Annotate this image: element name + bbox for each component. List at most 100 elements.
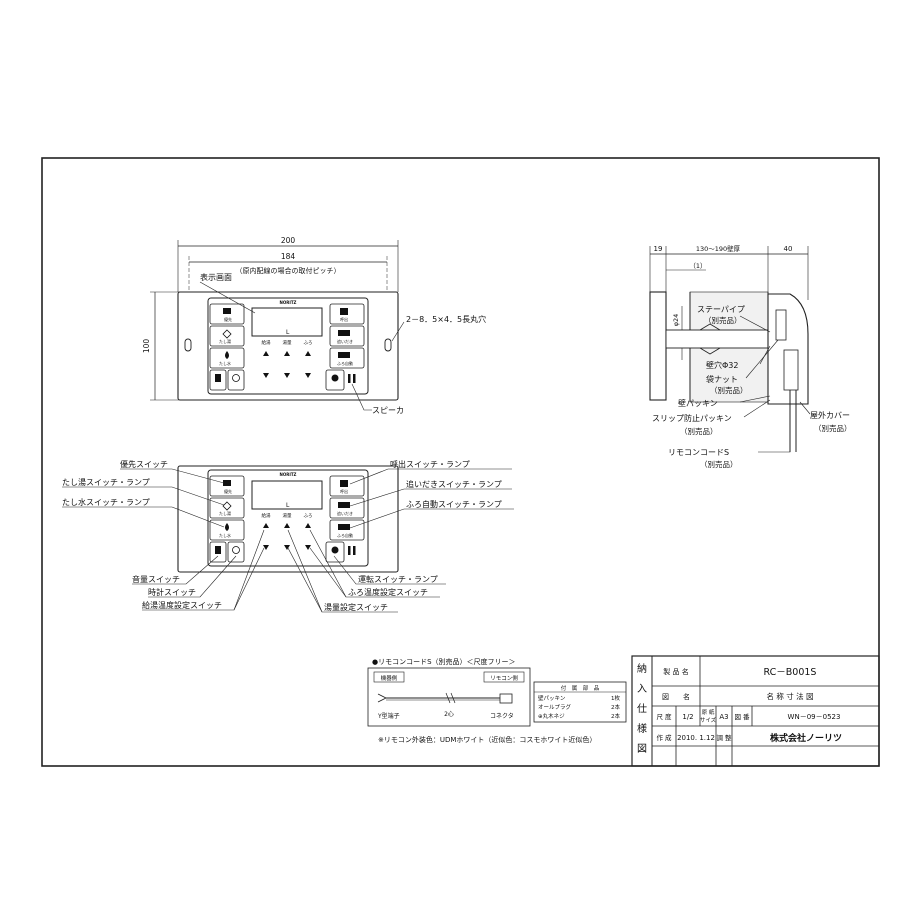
speaker-front (348, 374, 356, 383)
svg-text:優先: 優先 (224, 488, 232, 494)
button-tashimizu: たし水 (209, 519, 245, 541)
leader-holes (391, 321, 405, 342)
callout-furo-temp: ふろ温度設定スイッチ (348, 587, 428, 597)
cord-break-mark (445, 692, 456, 704)
button-call-front: 呼出 (329, 303, 365, 325)
dim-19: 19 (654, 245, 663, 253)
callout-view: NORITZ L 給湯 湯量 ふろ 優先 たし湯 たし水 (62, 459, 514, 613)
callout-oidaki: 追いだきスイッチ・ランプ (406, 479, 502, 489)
callout-clock: 時計スイッチ (148, 587, 196, 597)
parts-row-name: オールプラグ (538, 703, 572, 711)
svg-text:追いだき: 追いだき (337, 510, 353, 516)
svg-text:ふろ自動: ふろ自動 (337, 360, 353, 366)
button-clock-front (227, 369, 245, 391)
svg-text:たし湯: たし湯 (219, 510, 231, 516)
button-tashiyu: たし湯 (209, 497, 245, 519)
front-view: 200 184 （原内配線の場合の取付ピッチ） 100 NORITZ L 給湯 … (142, 236, 486, 415)
button-run-front (325, 369, 345, 391)
leader-clock (148, 555, 237, 598)
cord-left-end: Y型端子 (377, 712, 400, 720)
connector-shape (499, 693, 513, 704)
product-name: RC－B001S (764, 667, 817, 678)
cord-box-title: ●リモコンコードS（別売品）＜尺度フリー＞ (372, 657, 516, 666)
leader-speaker (351, 383, 372, 411)
cord-right-tag: リモコン側 (490, 674, 518, 682)
leader-tashiyu (62, 486, 225, 506)
leader-yuryo-b (287, 547, 323, 613)
leader-stay-pipe (739, 315, 771, 333)
side-char: 図 (637, 743, 647, 755)
company-name: 株式会社ノーリツ (770, 732, 842, 744)
display-sub-label: 湯量 (283, 339, 292, 346)
svg-text:たし水: たし水 (219, 532, 231, 538)
svg-text:たし湯: たし湯 (219, 338, 231, 344)
paper-label-2: サイズ (700, 716, 717, 724)
title-block: 納 入 仕 様 図 製 品 名 RC－B001S 図 名 名 称 寸 法 図 尺… (631, 655, 880, 767)
button-priority: 優先 (209, 475, 245, 497)
button-run (325, 541, 345, 563)
drawing-name: 名 称 寸 法 図 (766, 691, 813, 701)
display-sub-label: 湯量 (283, 512, 292, 519)
label-sold-separately: （別売品） (700, 459, 738, 469)
leader-volume (132, 555, 219, 585)
side-view: 19 130～190壁厚 40 （1） φ24 ステーパイプ （別売品） 壁穴Φ… (649, 244, 852, 469)
svg-text:ふろ自動: ふろ自動 (337, 532, 353, 538)
mount-hole-right (384, 338, 392, 352)
label-sold-separately: （別売品） (814, 423, 852, 433)
leader-priority (120, 468, 225, 484)
leader-oidaki (349, 488, 512, 507)
cord-box-frame (367, 667, 531, 727)
parts-row-qty: 1枚 (611, 694, 620, 702)
label-holes: 2－8．5×4．5長丸穴 (406, 314, 486, 324)
button-tashiyu-front: たし湯 (209, 325, 245, 347)
label-speaker: スピーカ (372, 406, 404, 415)
side-char: 入 (637, 684, 647, 695)
callout-run: 運転スイッチ・ランプ (358, 575, 438, 584)
display-sub-label: 給湯 (262, 339, 271, 346)
leader-run (333, 555, 446, 585)
label-wall-packing: 壁パッキン (678, 398, 718, 408)
callout-kyuto-temp: 給湯温度設定スイッチ (142, 600, 222, 610)
button-volume-front (209, 369, 227, 391)
dim-24: φ24 (672, 314, 680, 327)
parts-table: 付 属 部 品 壁パッキン 1枚 オールプラグ 2本 ⊕丸木ネジ 2本 (533, 681, 627, 723)
button-clock (227, 541, 245, 563)
button-tashimizu-front: たし水 (209, 347, 245, 369)
label-outdoor-cover: 屋外カバー (810, 410, 850, 420)
scale: 1/2 (682, 713, 693, 721)
button-volume (209, 541, 227, 563)
svg-text:追いだき: 追いだき (337, 338, 353, 344)
leader-outdoor-cover (799, 401, 811, 415)
svg-text:たし水: たし水 (219, 360, 231, 366)
cord-box: ●リモコンコードS（別売品）＜尺度フリー＞ 機器側 リモコン側 Y型端子 2心 … (367, 657, 531, 727)
color-note: ※リモコン外装色：UDMホワイト（近似色：コスモホワイト近似色） (378, 735, 596, 744)
setting-arrows (263, 523, 311, 550)
parts-row-qty: 2本 (611, 712, 620, 720)
button-furo-auto: ふろ自動 (329, 519, 365, 541)
leader-kyuto-b (233, 547, 265, 611)
scale-label: 尺 度 (656, 712, 672, 721)
display-char: L (286, 329, 290, 336)
stay-pipe (665, 329, 777, 349)
label-stay-pipe: ステーパイプ (697, 305, 745, 314)
display-sub-label: ふろ (304, 340, 313, 346)
leader-call (349, 468, 512, 485)
parts-row-name: 壁パッキン (538, 694, 566, 702)
display-char: L (286, 502, 290, 509)
button-oidaki: 追いだき (329, 497, 365, 519)
dim-width-total: 200 (281, 236, 296, 245)
dim-pitch-note: （原内配線の場合の取付ピッチ） (236, 266, 341, 275)
dim-range: 130～190壁厚 (696, 244, 741, 253)
drawing-number: WN－09－0523 (788, 713, 841, 721)
display-sub-label: 給湯 (262, 512, 271, 519)
side-char: 納 (637, 662, 647, 675)
callout-volume: 音量スイッチ (132, 574, 180, 584)
dim-1: （1） (689, 262, 706, 270)
side-char: 仕 (637, 702, 647, 715)
callout-priority: 優先スイッチ (120, 459, 168, 469)
title-block-frame (631, 655, 880, 767)
svg-text:優先: 優先 (224, 316, 232, 322)
parts-row-name: ⊕丸木ネジ (538, 712, 565, 720)
svg-text:呼出: 呼出 (340, 316, 348, 322)
